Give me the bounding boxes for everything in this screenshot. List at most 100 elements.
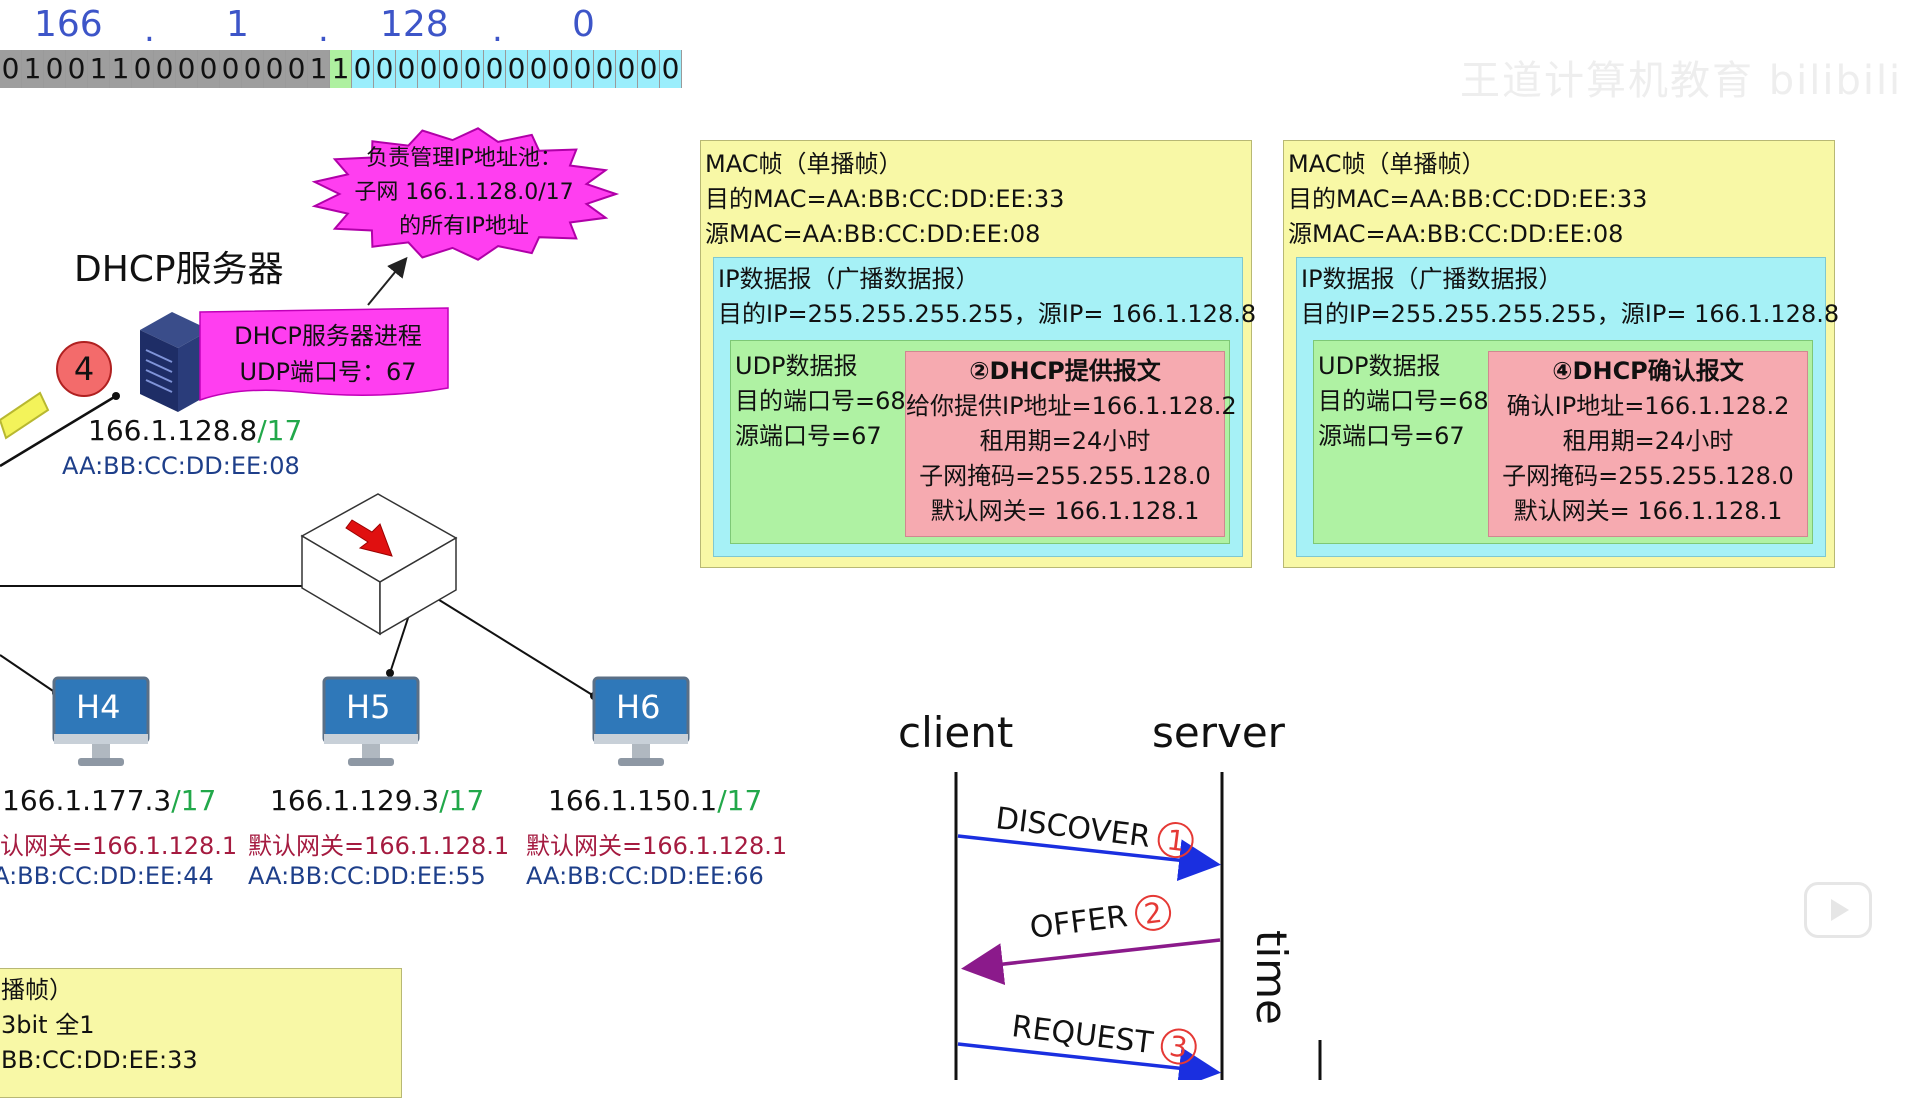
ip-addresses: 目的IP=255.255.255.255，源IP= 166.1.128.8: [1301, 300, 1840, 328]
cloud-pointer: [367, 256, 408, 306]
dhcp-line-2: 租用期=24小时: [1562, 427, 1734, 455]
server-label: server: [1152, 708, 1285, 757]
host-mask: /17: [171, 784, 217, 817]
bottom-frame-line-3: BB:CC:DD:EE:33: [1, 1046, 198, 1074]
bit-cell: 0: [462, 50, 484, 88]
bit-cell: 0: [0, 50, 22, 88]
host-gateway: 默认网关=166.1.128.1: [248, 832, 510, 860]
src-mac: 源MAC=AA:BB:CC:DD:EE:08: [1288, 220, 1624, 248]
bit-cell: 0: [176, 50, 198, 88]
link-switch-h4: [0, 654, 57, 694]
octet-dot: .: [492, 10, 503, 50]
server-mac: AA:BB:CC:DD:EE:08: [62, 452, 300, 480]
dhcp-line-2: 租用期=24小时: [979, 427, 1151, 455]
dhcp-title: ④DHCP确认报文: [1552, 357, 1744, 385]
host-mask: /17: [717, 784, 763, 817]
ip-datagram: IP数据报（广播数据报） 目的IP=255.255.255.255，源IP= 16…: [713, 257, 1256, 557]
time-label: time: [1247, 930, 1296, 1025]
discover-arrow: [957, 834, 1221, 882]
process-banner: [199, 307, 449, 402]
dst-mac: 目的MAC=AA:BB:CC:DD:EE:33: [705, 185, 1065, 213]
host-mac: AA:BB:CC:DD:EE:44: [0, 862, 214, 890]
bit-cell: 0: [484, 50, 506, 88]
monitor-icon: [322, 676, 420, 766]
dhcp-title: ②DHCP提供报文: [969, 357, 1161, 385]
client-label: client: [898, 708, 1014, 757]
monitor-icon: [52, 676, 150, 766]
monitor-icon: [592, 676, 690, 766]
ip-title: IP数据报（广播数据报）: [1301, 265, 1563, 293]
server-mask: /17: [257, 414, 303, 447]
bit-cell: 0: [264, 50, 286, 88]
bit-cell: 0: [616, 50, 638, 88]
octet-3: 128: [380, 4, 449, 45]
bit-cell: 0: [286, 50, 308, 88]
ip-datagram: IP数据报（广播数据报） 目的IP=255.255.255.255，源IP= 16…: [1296, 257, 1839, 557]
dhcp-line-3: 子网掩码=255.255.128.0: [1502, 462, 1794, 490]
cloud-line-2: 子网 166.1.128.0/17: [354, 180, 574, 205]
play-icon: [1831, 899, 1849, 921]
dhcp-line-1: 确认IP地址=166.1.128.2: [1506, 392, 1790, 420]
dst-mac: 目的MAC=AA:BB:CC:DD:EE:33: [1288, 185, 1648, 213]
bit-cell: 0: [440, 50, 462, 88]
bit-cell: 1: [308, 50, 330, 88]
host-gateway: 默认网关=166.1.128.1: [0, 832, 238, 860]
bit-cell: 0: [638, 50, 660, 88]
bit-cell: 1: [88, 50, 110, 88]
offer-arrow: [961, 938, 1221, 986]
octet-4: 0: [572, 4, 595, 45]
bit-cell: 0: [528, 50, 550, 88]
host-label: H5: [346, 688, 391, 726]
offer-step: 2: [1132, 892, 1174, 933]
packet-bar: [0, 391, 50, 440]
discover-step: 1: [1155, 820, 1197, 861]
octet-2: 1: [226, 4, 249, 45]
bit-cell: 0: [154, 50, 176, 88]
request-step: 3: [1158, 1026, 1199, 1067]
host-ip: 166.1.177.3/17: [2, 784, 216, 817]
octet-dot: .: [318, 10, 329, 50]
bit-cell: 0: [506, 50, 528, 88]
dhcp-line-4: 默认网关= 166.1.128.1: [930, 497, 1200, 525]
process-text: DHCP服务器进程 UDP端口号：67: [218, 318, 438, 390]
host-ip-value: 166.1.177.3: [2, 784, 172, 817]
bit-cell: 0: [374, 50, 396, 88]
bit-cell: 0: [66, 50, 88, 88]
bit-cell: 0: [572, 50, 594, 88]
request-arrow: [957, 1042, 1221, 1080]
host-label: H4: [76, 688, 121, 726]
ip-addresses: 目的IP=255.255.255.255，源IP= 166.1.128.8: [718, 300, 1257, 328]
bottom-frame-line-2: 3bit 全1: [1, 1011, 95, 1039]
bit-cell: 0: [44, 50, 66, 88]
link-switch-h5: [389, 611, 411, 674]
octet-1: 166: [34, 4, 103, 45]
bit-cell: 1: [110, 50, 132, 88]
src-mac: 源MAC=AA:BB:CC:DD:EE:08: [705, 220, 1041, 248]
ip-title: IP数据报（广播数据报）: [718, 265, 980, 293]
link-switch-h6: [435, 597, 595, 697]
dhcp-line-4: 默认网关= 166.1.128.1: [1513, 497, 1783, 525]
bit-cell: 0: [352, 50, 374, 88]
udp-title: UDP数据报: [735, 352, 858, 380]
cloud-line-1: 负责管理IP地址池：: [366, 146, 562, 171]
step-badge: 4: [73, 350, 95, 388]
udp-title: UDP数据报: [1318, 352, 1441, 380]
play-overlay-button[interactable]: [1804, 882, 1872, 938]
udp-src-port: 源端口号=67: [1318, 422, 1465, 450]
octet-dot: .: [144, 10, 155, 50]
dhcp-message: ④DHCP确认报文确认IP地址=166.1.128.2 租用期=24小时子网掩码=…: [1488, 351, 1808, 537]
udp-src-port: 源端口号=67: [735, 422, 882, 450]
bit-cell: 0: [220, 50, 242, 88]
bit-cell: 0: [132, 50, 154, 88]
udp-dst-port: 目的端口号=68: [735, 387, 906, 415]
udp-dst-port: 目的端口号=68: [1318, 387, 1489, 415]
link-server-left: [0, 394, 117, 468]
bit-cell: 0: [198, 50, 220, 88]
bit-cell: 1: [330, 50, 352, 88]
host-gateway: 默认网关=166.1.128.1: [526, 832, 788, 860]
bit-cell: 0: [594, 50, 616, 88]
